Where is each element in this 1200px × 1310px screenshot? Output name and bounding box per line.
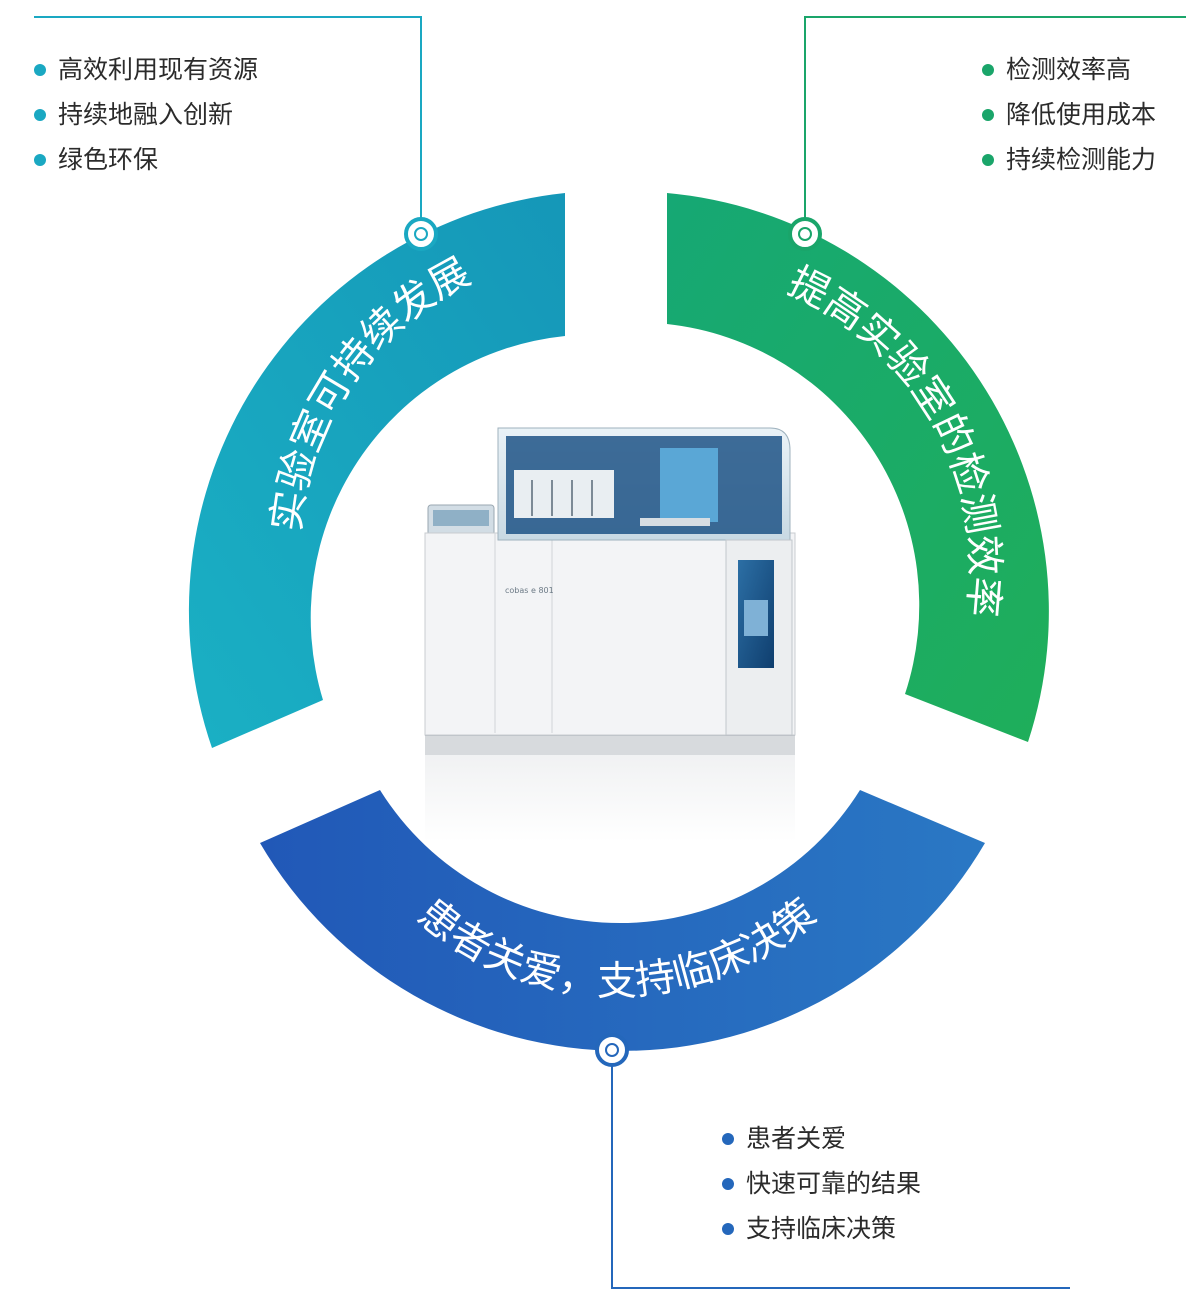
list-item: 降低使用成本 [982,92,1156,137]
bullet-dot-icon [722,1133,734,1145]
connector-right [804,16,1186,234]
list-item: 患者关爱 [722,1116,921,1161]
list-item: 高效利用现有资源 [34,47,258,92]
list-item: 绿色环保 [34,137,258,182]
list-item: 支持临床决策 [722,1206,921,1251]
bullet-dot-icon [982,154,994,166]
connector-node-right [788,217,822,251]
bullet-text: 高效利用现有资源 [58,55,259,84]
bullet-dot-icon [34,154,46,166]
analyzer-brand-label: cobas e 801 [505,586,554,595]
bullet-dot-icon [34,64,46,76]
connector-lines [34,16,1186,1289]
bullet-text: 持续检测能力 [1006,145,1157,174]
bullet-dot-icon [34,109,46,121]
bullet-text: 绿色环保 [58,145,159,174]
connector-left [34,16,422,234]
segment-bottom-arc [260,790,985,1051]
bullet-dot-icon [722,1223,734,1235]
list-item: 快速可靠的结果 [722,1161,921,1206]
bullet-dot-icon [722,1178,734,1190]
list-item: 检测效率高 [982,47,1156,92]
bullet-text: 降低使用成本 [1006,100,1157,129]
segment-left-arc [188,193,565,748]
bullet-list-bottom: 患者关爱 快速可靠的结果 支持临床决策 [722,1116,921,1251]
bullet-text: 患者关爱 [746,1124,847,1153]
list-item: 持续检测能力 [982,137,1156,182]
bullet-dot-icon [982,109,994,121]
bullet-text: 支持临床决策 [746,1214,897,1243]
connector-node-left [404,217,438,251]
connector-node-bottom [595,1033,629,1067]
bullet-dot-icon [982,64,994,76]
bullet-text: 快速可靠的结果 [746,1169,922,1198]
bullet-text: 检测效率高 [1006,55,1132,84]
segment-right-arc [667,193,1049,742]
analyzer-illustration: cobas e 801 [424,427,796,842]
bullet-list-right: 检测效率高 降低使用成本 持续检测能力 [982,47,1156,182]
connector-bottom [611,1050,1070,1289]
bullet-text: 持续地融入创新 [58,100,234,129]
bullet-list-left: 高效利用现有资源 持续地融入创新 绿色环保 [34,47,258,182]
list-item: 持续地融入创新 [34,92,258,137]
